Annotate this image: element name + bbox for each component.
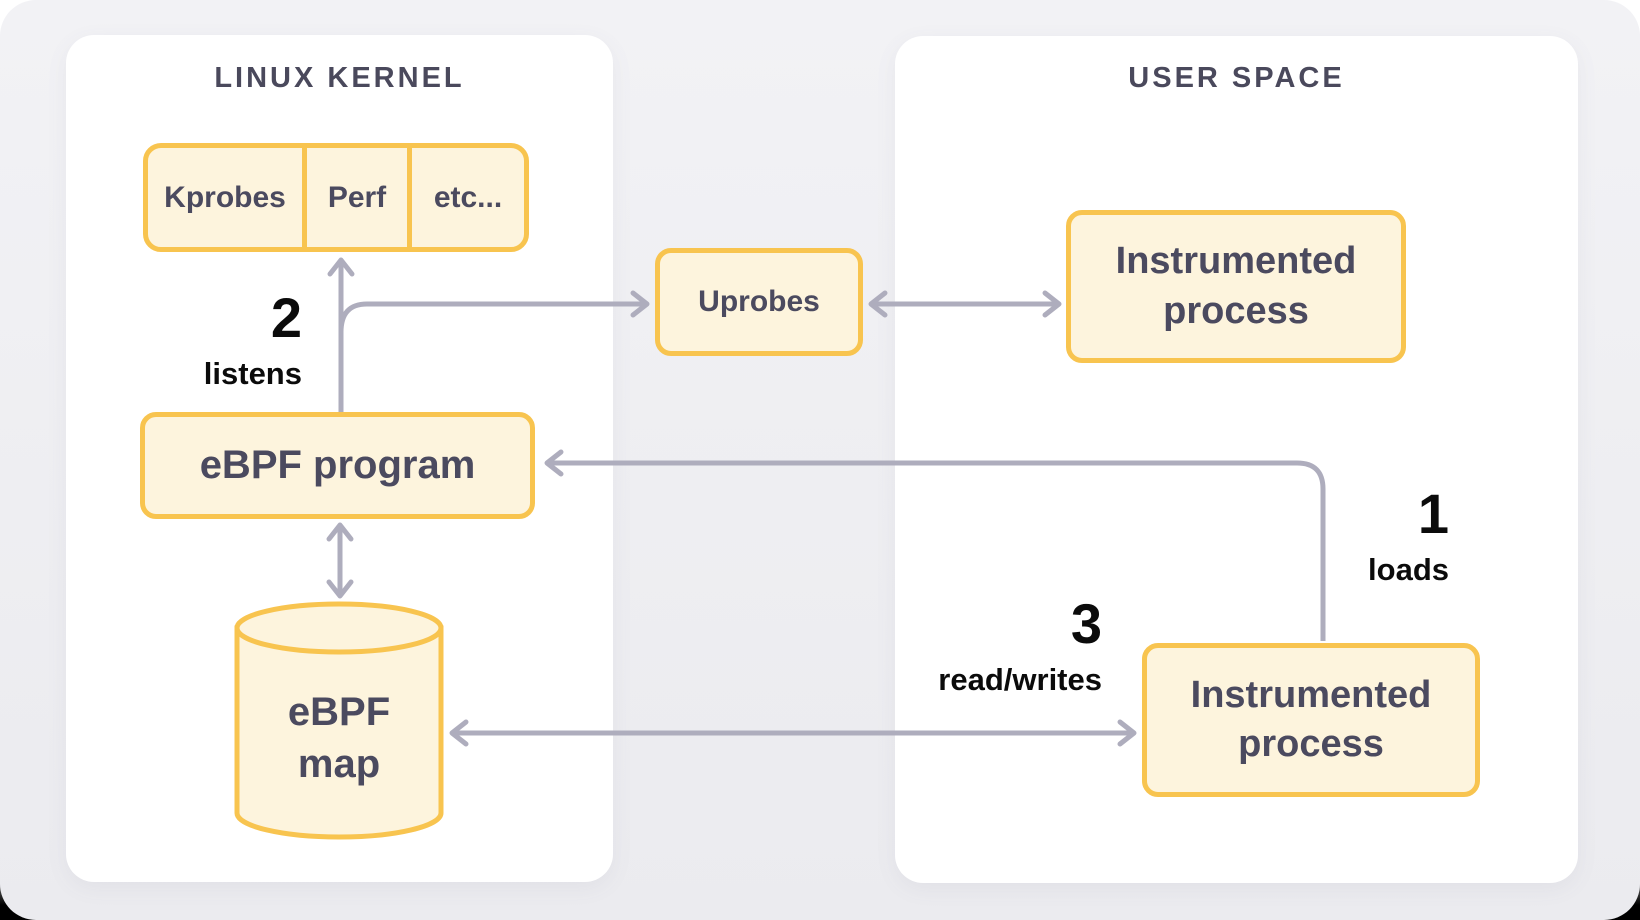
step-2-label: listens [203, 356, 302, 391]
step-3-label: read/writes [938, 662, 1102, 697]
step-1-number: 1 [1417, 482, 1449, 545]
step-3-read-writes: 3 read/writes [880, 592, 1102, 697]
arrow-program-to-uprobes [338, 290, 650, 333]
segment-kprobes: Kprobes [164, 180, 286, 214]
linux-kernel-title: LINUX KERNEL [214, 62, 465, 94]
arrow-loads [544, 449, 1326, 641]
ebpf-map-cylinder [234, 601, 444, 840]
instrumented-process-top-box: Instrumented process [1066, 210, 1406, 363]
ebpf-program-box: eBPF program [140, 412, 535, 519]
step-2-number: 2 [270, 286, 302, 349]
kernel-probe-sources-box: Kprobes Perf etc... [143, 143, 529, 252]
instrumented-process-bottom-box: Instrumented process [1142, 643, 1480, 797]
step-1-label: loads [1368, 552, 1449, 587]
step-3-number: 3 [1070, 592, 1102, 655]
step-1-loads: 1 loads [1249, 482, 1449, 587]
uprobes-box: Uprobes [655, 248, 863, 356]
segment-perf: Perf [302, 148, 412, 247]
segment-etc: etc... [433, 180, 503, 214]
user-space-title: USER SPACE [1128, 62, 1345, 94]
ebpf-map-label: eBPF map [287, 690, 391, 786]
step-2-listens: 2 listens [102, 286, 302, 391]
